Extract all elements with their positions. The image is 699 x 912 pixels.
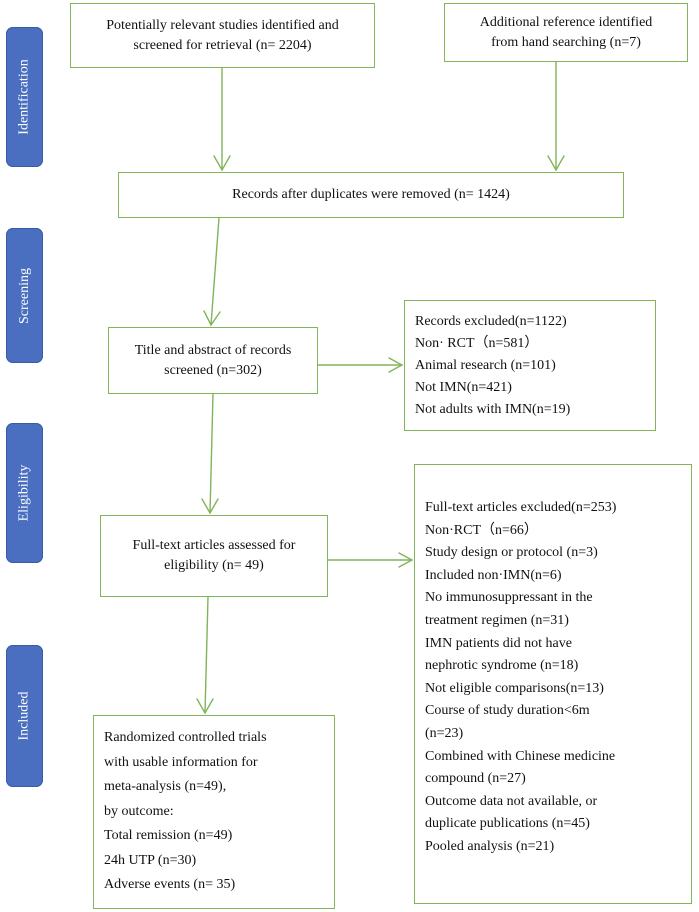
arrowhead [398, 552, 414, 568]
box-line: Not eligible comparisons(n=13) [425, 680, 604, 696]
box-line: treatment regimen (n=31) [425, 612, 569, 628]
box-line: with usable information for [104, 754, 258, 770]
arrowhead [547, 155, 565, 172]
arrow-fulltext-to-included [204, 596, 209, 714]
box-line: duplicate publications (n=45) [425, 816, 590, 832]
stage-screening: Screening [6, 228, 43, 363]
box-line: Pooled analysis (n=21) [425, 838, 555, 854]
box-line: Included non·IMN(n=6) [425, 567, 562, 583]
box-after-duplicates: Records after duplicates were removed (n… [118, 172, 624, 218]
box-line: 24h UTP (n=30) [104, 852, 197, 868]
stage-screening-label: Screening [16, 267, 32, 324]
box-identified: Potentially relevant studies identified … [70, 3, 375, 68]
arrowhead [388, 357, 404, 373]
box-line: Study design or protocol (n=3) [425, 545, 598, 561]
box-line: Total remission (n=49) [104, 828, 233, 843]
box-additional: Additional reference identified from han… [444, 3, 688, 62]
box-line: eligibility (n= 49) [164, 558, 264, 573]
box-line: nephrotic syndrome (n=18) [425, 658, 579, 674]
arrowhead [213, 155, 231, 172]
box-line: Non· RCT（n=581） [415, 336, 539, 351]
box-line: (n=23) [425, 725, 464, 741]
stage-eligibility: Eligibility [6, 423, 43, 563]
arrowhead [196, 698, 214, 715]
box-line: Not IMN(n=421) [415, 380, 512, 395]
box-line: Adverse events (n= 35) [104, 877, 236, 892]
box-line: Outcome data not available, or [425, 793, 598, 809]
arrowhead [201, 498, 219, 515]
box-line: Title and abstract of records [134, 342, 292, 358]
box-line: Records excluded(n=1122) [415, 314, 567, 329]
box-line: Records after duplicates were removed (n… [232, 187, 510, 202]
box-line: Course of study duration<6m [425, 703, 590, 719]
box-line: screened (n=302) [164, 362, 262, 378]
box-records-excluded: Records excluded(n=1122) Non· RCT（n=581）… [404, 300, 656, 431]
box-line: IMN patients did not have [425, 635, 572, 651]
box-line: Animal research (n=101) [415, 358, 556, 373]
box-line: by outcome: [104, 803, 174, 819]
box-line: No immunosuppressant in the [425, 590, 593, 606]
arrow-dedup-to-screening [210, 217, 220, 326]
stage-identification-label: Identification [16, 59, 32, 135]
box-line: Non·RCT（n=66） [425, 522, 538, 538]
box-title-abstract: Title and abstract of records screened (… [108, 327, 318, 394]
arrow-screening-to-fulltext [209, 393, 214, 514]
box-full-text-excluded: Full-text articles excluded(n=253) Non·R… [414, 464, 692, 904]
stage-eligibility-label: Eligibility [16, 464, 32, 522]
box-line: Full-text articles excluded(n=253) [425, 500, 617, 515]
box-line: Potentially relevant studies identified … [106, 17, 339, 33]
box-line: Not adults with IMN(n=19) [415, 402, 571, 417]
box-line: from hand searching (n=7) [491, 34, 641, 50]
box-line: compound (n=27) [425, 771, 526, 787]
stage-included-label: Included [16, 691, 32, 741]
box-line: screened for retrieval (n= 2204) [133, 37, 312, 53]
box-line: Additional reference identified [479, 14, 653, 30]
box-line: meta-analysis (n=49), [104, 779, 227, 794]
box-line: Full-text articles assessed for [132, 538, 296, 553]
box-full-text: Full-text articles assessed for eligibil… [100, 515, 328, 597]
box-line: Combined with Chinese medicine [425, 748, 616, 764]
stage-included: Included [6, 645, 43, 787]
box-line: Randomized controlled trials [104, 730, 267, 745]
arrowhead [203, 310, 221, 327]
box-included-rcts: Randomized controlled trials with usable… [93, 715, 335, 909]
stage-identification: Identification [6, 27, 43, 167]
